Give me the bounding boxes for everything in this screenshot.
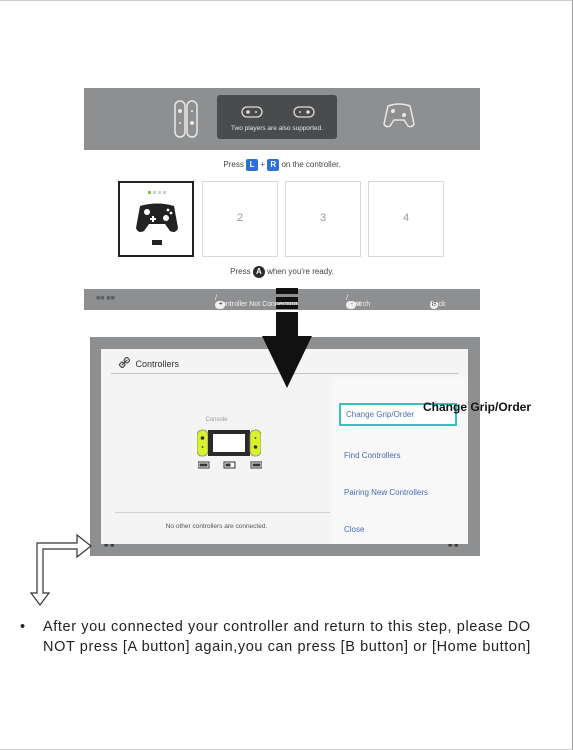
battery-dots-icon: ■■ ■■ [96, 295, 115, 302]
grip-style-bar: Two players are also supported. [84, 88, 480, 150]
plus-button-icon: + [347, 301, 356, 309]
find-controllers-button[interactable]: Find Controllers [344, 451, 401, 460]
change-grip-screen: Two players are also supported. Press L … [84, 88, 480, 310]
press-lr-instruction: Press L + R on the controller. [84, 159, 480, 171]
sideways-joycon-icon [241, 106, 263, 118]
slot-number: 3 [319, 212, 327, 224]
pairing-new-controllers-button[interactable]: Pairing New Controllers [344, 488, 429, 497]
controllers-menu: Change Grip/Order Find Controllers Pairi… [332, 377, 468, 544]
controller-not-connecting-hint[interactable]: −/+ Controller Not Connecting [215, 295, 298, 309]
plus-text: + [260, 160, 265, 170]
search-label: Search [347, 301, 371, 308]
ready-text: when you're ready. [267, 267, 334, 277]
r-key-icon: R [267, 159, 280, 171]
plus-button-icon: + [216, 301, 225, 309]
press-text: Press [223, 160, 244, 170]
l-key-icon: L [246, 159, 259, 171]
press-text: Press [230, 267, 251, 277]
hold-label: (Hold) [347, 301, 362, 307]
close-button[interactable]: Close [344, 525, 365, 534]
player-slot-2[interactable]: 2 [202, 181, 278, 257]
player-slot-4[interactable]: 4 [368, 181, 444, 257]
console-label: Console [205, 417, 228, 423]
press-a-instruction: Press A when you're ready. [84, 266, 480, 278]
search-hint[interactable]: −/+ (Hold) Search [346, 295, 371, 309]
title-text: Controllers [135, 359, 180, 369]
a-button-icon: A [252, 266, 265, 278]
player-slot-3[interactable]: 3 [285, 181, 361, 257]
slot-number: 4 [402, 212, 410, 224]
slot-number: 2 [236, 212, 244, 224]
battery-dots-icon: ■ ■ [448, 542, 459, 549]
tooltip-text: Two players are also supported. [230, 125, 324, 132]
instruction-text: After you connected your controller and … [43, 619, 531, 655]
change-grip-order-button[interactable]: Change Grip/Order [339, 403, 457, 426]
page-title: Controllers [118, 356, 180, 369]
player-slot-1[interactable] [118, 181, 194, 257]
press-suffix-text: on the controller. [281, 160, 341, 170]
two-player-tooltip[interactable]: Two players are also supported. [217, 95, 337, 139]
pro-controller-icon [136, 191, 178, 245]
controller-link-icon [118, 356, 131, 369]
pro-controller-icon[interactable] [382, 100, 416, 130]
back-label: Back [430, 301, 446, 308]
b-button-icon: B [430, 301, 438, 309]
controllers-screen: ■ ■ ■ ■ Controllers Console No other [90, 337, 480, 556]
no-controllers-message: No other controllers are connected. [165, 523, 268, 530]
joycon-pair-icon[interactable] [173, 99, 199, 139]
hint-label: Controller Not Connecting [216, 301, 298, 308]
sideways-joycon-icon [293, 106, 315, 118]
list-divider [115, 512, 330, 513]
battery-icons [198, 461, 262, 469]
change-grip-callout: Change Grip/Order [423, 400, 532, 414]
battery-dots-icon: ■ ■ [104, 542, 115, 549]
outline-arrow-icon [29, 533, 92, 606]
switch-console-icon[interactable] [197, 429, 261, 457]
down-arrow-icon [262, 288, 312, 388]
bullet-icon: • [20, 619, 26, 635]
